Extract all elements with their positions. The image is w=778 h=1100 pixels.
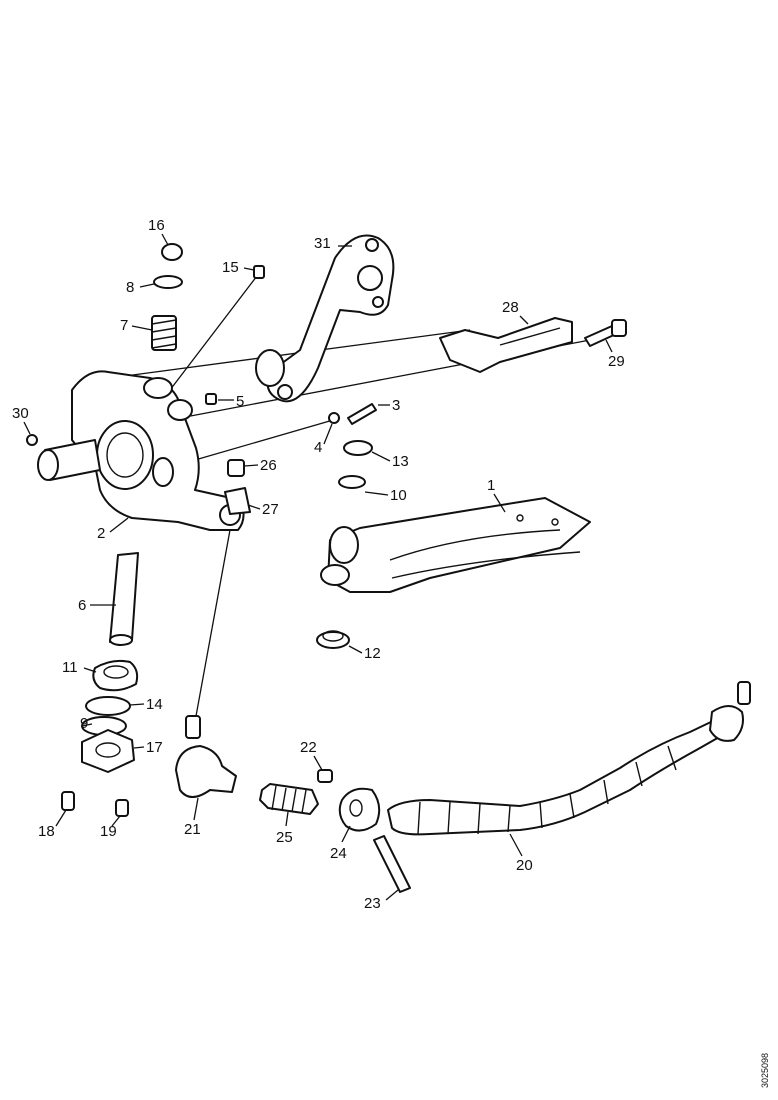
callout-11: 11: [62, 659, 78, 676]
fastener-5-part: [205, 393, 217, 405]
callout-29: 29: [608, 353, 625, 370]
nut-bracket-part: [224, 459, 251, 515]
bolt-part: [584, 319, 627, 347]
clamp-assembly-part: [317, 769, 411, 893]
callout-18: 18: [38, 823, 55, 840]
bushing-part: [316, 630, 350, 649]
callout-27: 27: [262, 501, 279, 518]
callout-25: 25: [276, 829, 293, 846]
callout-24: 24: [330, 845, 347, 862]
callout-13: 13: [392, 453, 409, 470]
callout-30: 30: [12, 405, 29, 422]
callout-31: 31: [314, 235, 331, 252]
callout-16: 16: [148, 217, 165, 234]
callout-15: 15: [222, 259, 239, 276]
callout-17: 17: [146, 739, 163, 756]
callout-5: 5: [236, 393, 244, 410]
tie-rod-part: [387, 681, 751, 836]
callout-14: 14: [146, 696, 163, 713]
callout-9: 9: [80, 715, 88, 732]
callout-2: 2: [97, 525, 105, 542]
callout-1: 1: [487, 477, 495, 494]
callout-26: 26: [260, 457, 277, 474]
callout-4: 4: [314, 439, 322, 456]
washers-part: [338, 440, 373, 489]
small-bolt-part: [328, 403, 377, 425]
callout-21: 21: [184, 821, 201, 838]
bearing-stack-part: [61, 659, 139, 817]
callout-7: 7: [120, 317, 128, 334]
callout-19: 19: [100, 823, 117, 840]
shaft-part: [109, 552, 139, 646]
callout-22: 22: [300, 739, 317, 756]
boot-part: [259, 783, 319, 815]
callout-23: 23: [364, 895, 381, 912]
tie-rod-end-part: [175, 715, 237, 798]
callout-20: 20: [516, 857, 533, 874]
callout-3: 3: [392, 397, 400, 414]
lower-control-arm-part: [320, 497, 591, 593]
callout-8: 8: [126, 279, 134, 296]
callout-12: 12: [364, 645, 381, 662]
callout-28: 28: [502, 299, 519, 316]
spring-stack-part: [151, 243, 265, 351]
hub-stub-part: [26, 434, 101, 481]
callout-6: 6: [78, 597, 86, 614]
upper-link-part: [439, 317, 573, 373]
callout-10: 10: [390, 487, 407, 504]
reference-code: 3025098: [760, 1053, 770, 1088]
bracket-arm-part: [255, 234, 395, 403]
callout-labels: 1 2 3 4 5 6 7 8 9 10 11 12 13 14 15 16 1…: [12, 217, 625, 912]
